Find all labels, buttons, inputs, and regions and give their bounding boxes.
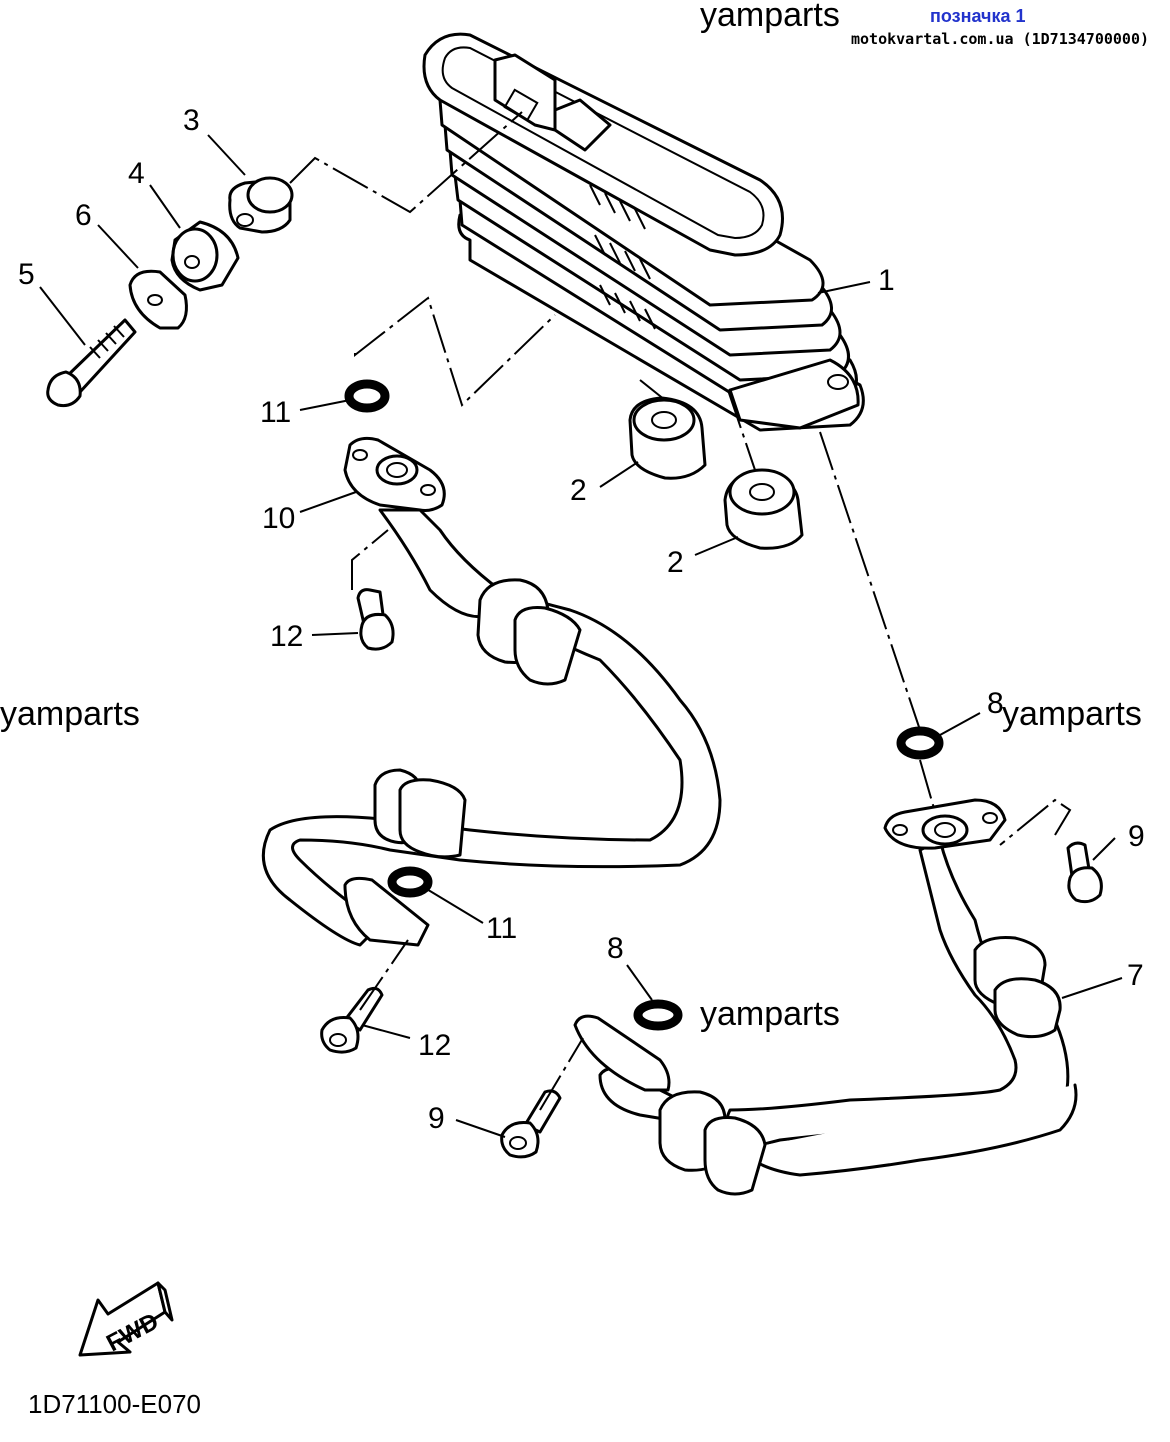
leader-lines: [39, 134, 1123, 1138]
callout-11-mid: 11: [486, 912, 517, 945]
watermark-top: yamparts: [700, 0, 840, 34]
callout-12-bottom: 12: [418, 1029, 451, 1062]
bolt-12-top: [356, 588, 395, 651]
oring-8-right: [896, 726, 944, 760]
callout-12-top: 12: [270, 620, 303, 653]
callout-3: 3: [183, 104, 200, 137]
grommet-2a: [628, 396, 707, 480]
pipe-10: [261, 436, 722, 947]
assembly-lines: [289, 111, 1072, 1111]
pipe-7: [573, 798, 1078, 1196]
callout-9-right: 9: [1128, 820, 1145, 853]
watermark-left: yamparts: [0, 695, 140, 733]
bolt-12-bottom: [320, 986, 384, 1054]
bolt-5: [46, 318, 137, 408]
oil-cooler: [422, 32, 865, 432]
callout-4: 4: [128, 157, 145, 190]
grommet-4: [170, 220, 240, 292]
callout-9-bottom: 9: [428, 1102, 445, 1135]
callout-7: 7: [1127, 959, 1144, 992]
callout-2a: 2: [570, 474, 587, 507]
bolt-9-bottom: [500, 1089, 562, 1159]
callouts: 1 2 2 3 4 6 5 7 8 8 9 9 10 11 11 12 12: [18, 104, 1145, 1135]
header-site: motokvartal.com.ua (1D7134700000): [851, 30, 1149, 48]
grommet-2b: [723, 468, 804, 550]
watermark-right: yamparts: [1002, 695, 1142, 733]
callout-8-bottom: 8: [607, 932, 624, 965]
callout-11-top: 11: [260, 396, 291, 429]
washer-6: [128, 269, 188, 330]
collar-3: [228, 176, 294, 234]
callout-1: 1: [878, 264, 895, 297]
header-tag: позначка 1: [930, 6, 1026, 26]
callout-10: 10: [262, 502, 295, 535]
oring-11-top: [344, 379, 390, 413]
callout-5: 5: [18, 258, 35, 291]
callout-6: 6: [75, 199, 92, 232]
callout-2b: 2: [667, 546, 684, 579]
diagram-code: 1D71100-E070: [28, 1389, 201, 1419]
oring-11-mid: [387, 866, 433, 898]
watermark-bottom: yamparts: [700, 995, 840, 1033]
oring-8-bottom: [633, 999, 683, 1031]
callout-8-right: 8: [987, 687, 1004, 720]
fwd-arrow-icon: FWD: [78, 1281, 174, 1357]
bolt-9-right: [1066, 841, 1103, 904]
